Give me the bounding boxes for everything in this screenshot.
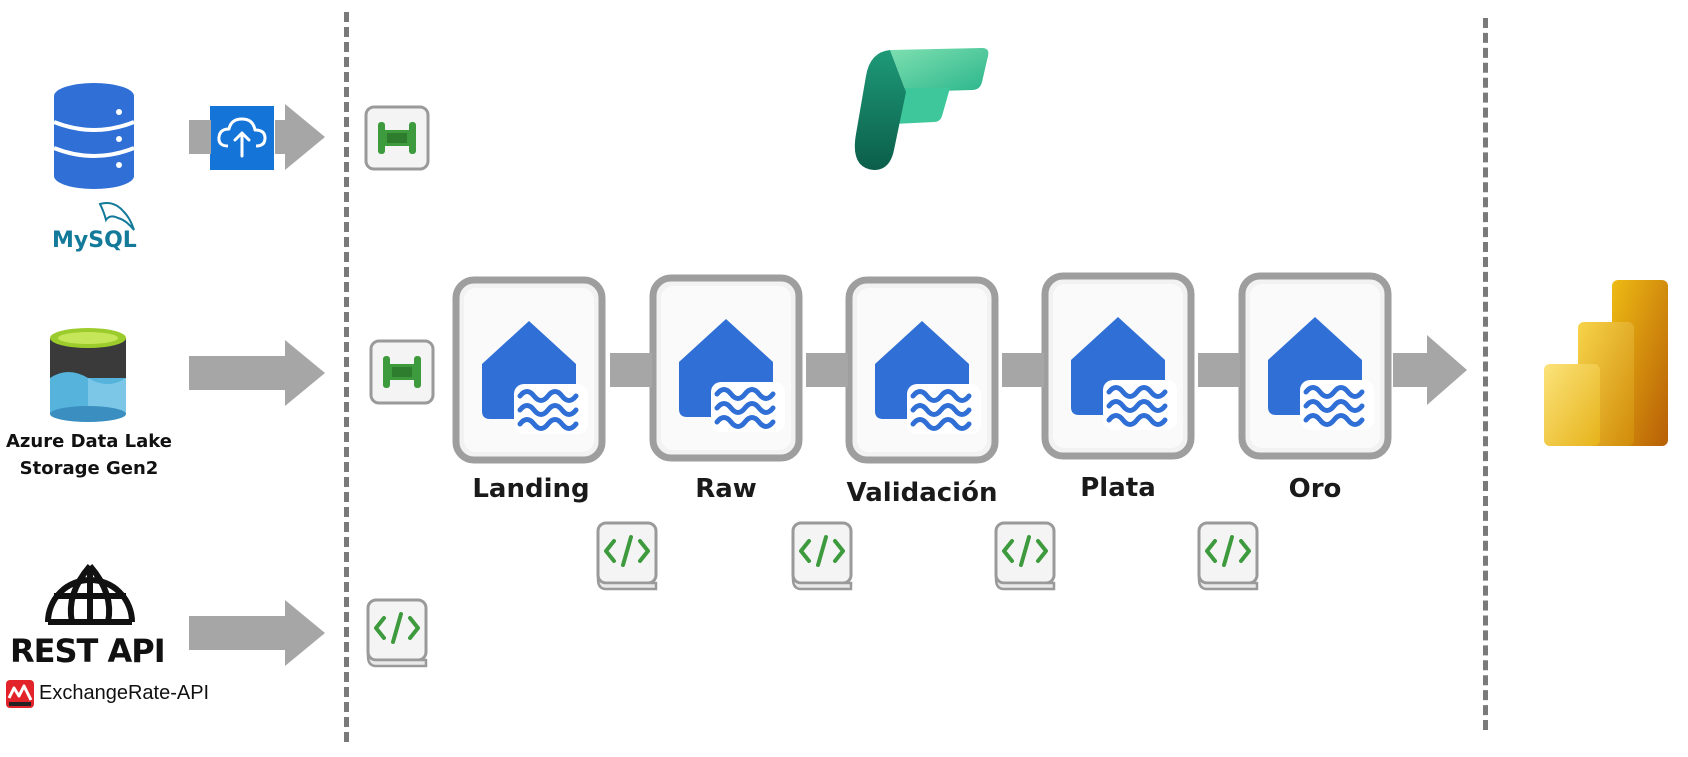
right-divider: [1483, 18, 1488, 730]
mysql-source: MySQL: [46, 82, 142, 253]
lakehouse-raw: [649, 274, 803, 462]
left-divider: [344, 12, 349, 742]
mysql-arrow: [189, 104, 325, 170]
fabric-logo: [854, 48, 989, 170]
adls-label-line1: Azure Data Lake: [6, 431, 172, 452]
connector-validacion-plata: [1002, 353, 1044, 387]
stage-label-landing: Landing: [472, 474, 590, 504]
exchangerate-text: ExchangeRate-API: [39, 682, 210, 704]
lakehouse-plata: [1041, 272, 1195, 460]
pipeline-icon: [364, 105, 430, 171]
dolphin-icon: [98, 202, 135, 231]
rest-api-label: REST API: [10, 632, 166, 670]
database-icon: [53, 83, 135, 189]
adls-label: Azure Data Lake Storage Gen2: [0, 428, 178, 482]
mysql-logo-text: MySQL: [52, 228, 137, 253]
connector-plata-oro: [1198, 353, 1240, 387]
globe-icon: [45, 564, 135, 625]
lakehouse-validacion: [845, 276, 999, 464]
adls-arrow: [189, 340, 325, 406]
stage-label-raw: Raw: [695, 474, 757, 504]
exchangerate-logo: ExchangeRate-API: [6, 679, 216, 709]
lakehouse-oro: [1238, 272, 1392, 460]
notebook-icon: [366, 598, 428, 668]
powerbi-logo: [1544, 280, 1668, 446]
stage-label-plata: Plata: [1080, 473, 1156, 503]
adls-source: [48, 326, 128, 422]
notebook-icon: [994, 521, 1056, 591]
connector-landing-raw: [610, 353, 652, 387]
notebook-icon: [1197, 521, 1259, 591]
notebook-icon: [791, 521, 853, 591]
pipeline-icon: [369, 339, 435, 405]
connector-raw-validacion: [806, 353, 848, 387]
adls-label-line2: Storage Gen2: [19, 458, 159, 479]
oro-output-arrow: [1393, 335, 1467, 405]
api-source: [42, 562, 142, 632]
notebook-icon: [596, 521, 658, 591]
api-arrow: [189, 600, 325, 666]
stage-label-validacion: Validación: [846, 478, 998, 508]
exchangerate-icon: [6, 680, 34, 708]
storage-icon: [50, 328, 126, 422]
lakehouse-landing: [452, 276, 606, 464]
cloud-upload-icon: [210, 106, 274, 170]
stage-label-oro: Oro: [1288, 474, 1342, 504]
